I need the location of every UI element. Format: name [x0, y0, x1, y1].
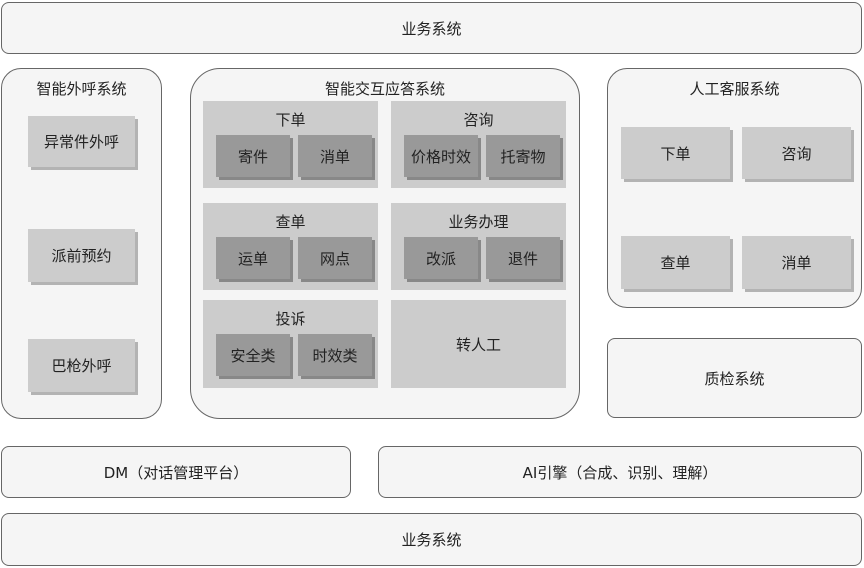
right-item: 咨询 [742, 127, 851, 179]
left-item: 异常件外呼 [28, 116, 135, 167]
sub-item: 运单 [216, 237, 290, 279]
panel-title: 智能外呼系统 [36, 80, 127, 98]
sub-item: 安全类 [216, 334, 290, 376]
left-item: 巴枪外呼 [28, 339, 135, 392]
right-item: 查单 [621, 236, 730, 289]
sub-item: 退件 [486, 237, 560, 279]
group-box: 转人工 [391, 300, 566, 388]
sub-item: 网点 [298, 237, 372, 279]
quality-check-system: 质检系统 [607, 338, 862, 418]
panel-title: 智能交互应答系统 [324, 80, 445, 98]
sub-item: 消单 [298, 135, 372, 177]
top-business-system: 业务系统 [1, 2, 862, 54]
bottom-business-system: 业务系统 [1, 513, 862, 566]
sub-item: 时效类 [298, 334, 372, 376]
left-item: 派前预约 [28, 229, 135, 282]
sub-item: 价格时效 [404, 135, 478, 177]
sub-item: 改派 [404, 237, 478, 279]
right-item: 消单 [742, 236, 851, 289]
sub-item: 托寄物 [486, 135, 560, 177]
ai-engine: AI引擎（合成、识别、理解） [378, 446, 862, 498]
right-item: 下单 [621, 127, 730, 179]
dm-platform: DM（对话管理平台） [1, 446, 351, 498]
panel-title: 人工客服系统 [689, 80, 780, 98]
sub-item: 寄件 [216, 135, 290, 177]
